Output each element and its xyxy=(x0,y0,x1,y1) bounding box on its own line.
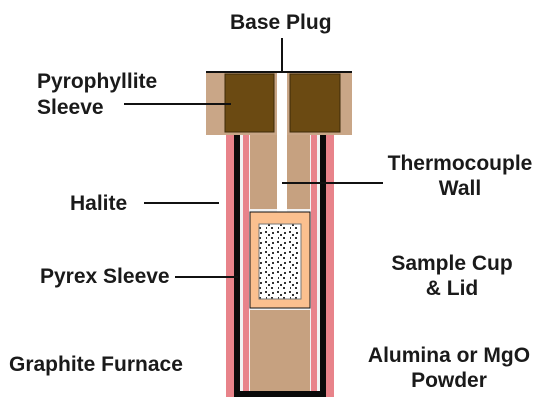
base-plug-right xyxy=(289,73,341,133)
label-graphite-furnace: Graphite Furnace xyxy=(9,353,183,376)
label-base-plug: Base Plug xyxy=(230,11,332,34)
label-thermocouple-line1: Thermocouple xyxy=(387,152,533,175)
alumina-mgo-powder xyxy=(250,310,310,391)
label-sample-cup-line1: Sample Cup xyxy=(391,252,513,275)
sample xyxy=(258,223,302,300)
label-pyrex-sleeve: Pyrex Sleeve xyxy=(40,265,170,288)
label-alumina-line2: Powder xyxy=(411,369,487,392)
label-pyrophyllite-line2: Sleeve xyxy=(37,96,104,119)
label-sample-cup-line2: & Lid xyxy=(425,277,479,300)
thermocouple-wall xyxy=(277,72,287,212)
label-pyrophyllite-line1: Pyrophyllite xyxy=(37,70,158,93)
label-alumina-line1: Alumina or MgO xyxy=(367,344,531,367)
base-plug-left xyxy=(224,73,275,133)
halite-inner-wall-left xyxy=(243,135,249,391)
label-halite: Halite xyxy=(70,192,128,215)
halite-inner-wall-right xyxy=(311,135,317,391)
label-thermocouple-line2: Wall xyxy=(438,177,482,200)
